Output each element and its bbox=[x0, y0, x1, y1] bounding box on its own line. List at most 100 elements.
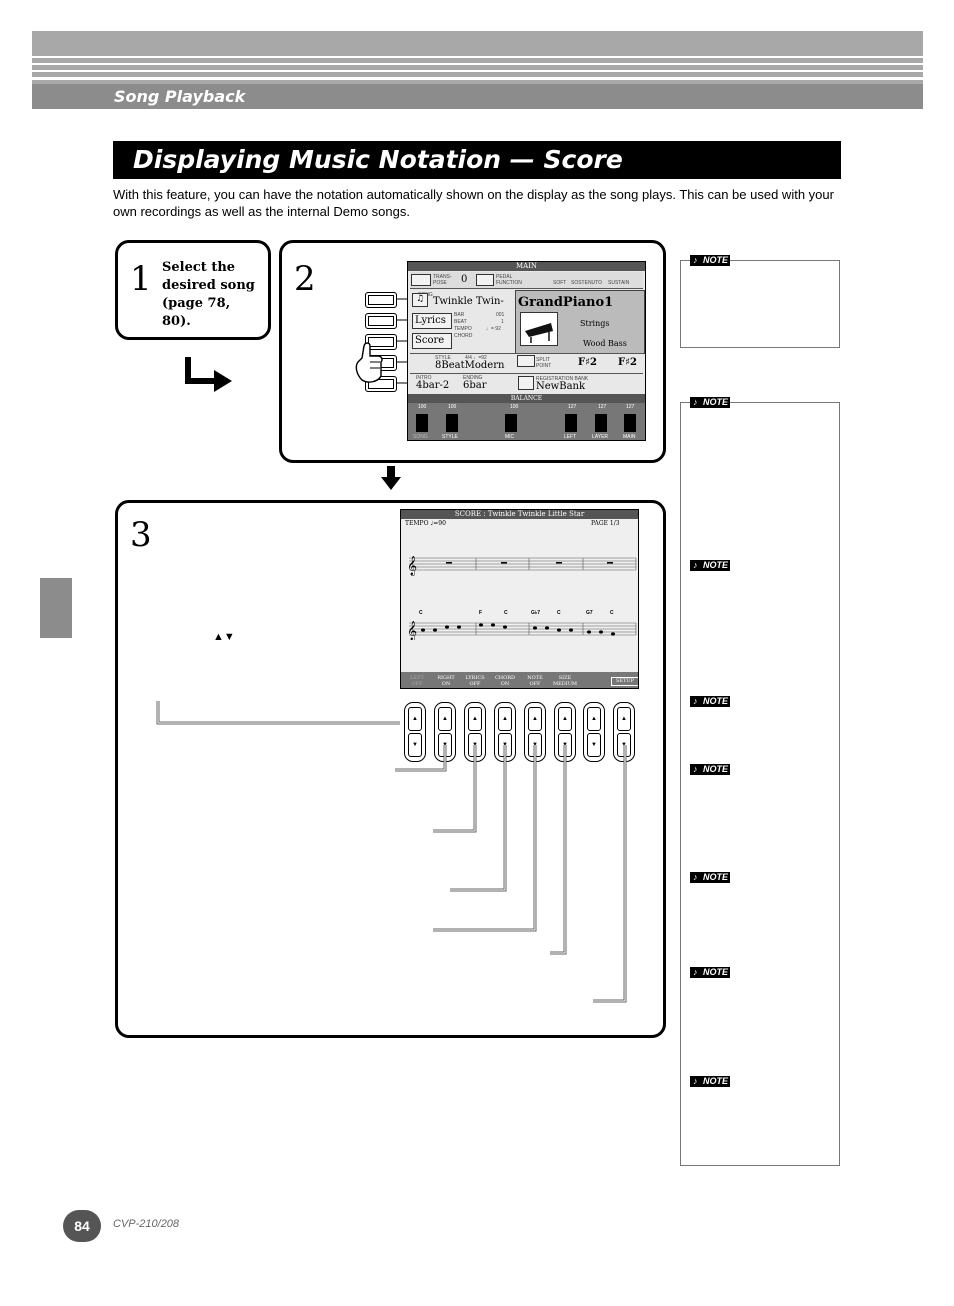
up-down-arrows-text: ▲▼ bbox=[213, 631, 235, 643]
score-chord-4: G♭7 bbox=[531, 610, 541, 616]
chord-updown-button[interactable]: ▲▼ bbox=[494, 702, 516, 762]
main-screen: MAIN TRANS-POSE 0 PEDAL FUNCTION SOFT SO… bbox=[407, 261, 646, 441]
intro-text: With this feature, you can have the nota… bbox=[113, 187, 834, 219]
model-name: CVP-210/208 bbox=[113, 1218, 180, 1230]
balance-main-value: 127 bbox=[626, 404, 635, 410]
slider-mic[interactable] bbox=[505, 414, 517, 432]
note-icon: NOTE bbox=[690, 255, 730, 266]
blank-updown-button[interactable]: ▲▼ bbox=[583, 702, 605, 762]
layer-voice[interactable]: Strings bbox=[580, 319, 610, 328]
balance-style-label: STYLE bbox=[442, 434, 458, 440]
score-chord-1: C bbox=[419, 610, 423, 616]
pedal-icon bbox=[476, 274, 494, 286]
split-point-1[interactable]: F♯2 bbox=[578, 357, 597, 368]
bar-label: BAR bbox=[454, 312, 465, 318]
ending-value[interactable]: 6bar bbox=[463, 380, 487, 391]
intro-label: INTRO bbox=[416, 375, 432, 381]
page-title: Displaying Music Notation — Score bbox=[133, 145, 623, 174]
score-screen-title: SCORE : Twinkle Twinkle Little Star bbox=[401, 510, 638, 519]
down-arrow-icon bbox=[381, 466, 401, 490]
note-icon: NOTE bbox=[690, 1076, 730, 1087]
registration-value[interactable]: NewBank bbox=[536, 381, 586, 392]
score-screen: SCORE : Twinkle Twinkle Little Star TEMP… bbox=[400, 509, 639, 689]
score-chord-3: C bbox=[504, 610, 508, 616]
button-leader-lines bbox=[396, 298, 407, 384]
balance-style-value: 100 bbox=[448, 404, 457, 410]
score-chord-7: C bbox=[610, 610, 614, 616]
score-tempo: TEMPO ♩=90 bbox=[405, 520, 446, 527]
slider-layer[interactable] bbox=[595, 414, 607, 432]
score-button[interactable]: Score bbox=[412, 333, 452, 349]
balance-mic-value: 100 bbox=[510, 404, 519, 410]
intro-value[interactable]: 4bar-2 bbox=[416, 380, 450, 391]
registration-icon bbox=[518, 376, 534, 390]
tempo-label: TEMPO bbox=[454, 326, 472, 332]
header-rule bbox=[32, 77, 923, 80]
left-updown-button[interactable]: ▲▼ bbox=[404, 702, 426, 762]
main-screen-title: MAIN bbox=[408, 262, 645, 271]
style-name[interactable]: 8BeatModern bbox=[435, 360, 505, 371]
left-voice[interactable]: Wood Bass bbox=[583, 339, 627, 348]
step-1-text: Select the desired song (page 78, 80). bbox=[162, 260, 255, 329]
transpose-label: TRANS-POSE bbox=[433, 274, 452, 286]
header-rule bbox=[32, 63, 923, 65]
score-chord-2: F bbox=[479, 610, 483, 616]
screen-button-a[interactable] bbox=[365, 292, 397, 308]
style-tempo: 4/4 ♩=92 bbox=[465, 355, 487, 361]
main-voice[interactable]: GrandPiano1 bbox=[518, 295, 614, 310]
screen-button-c[interactable] bbox=[365, 334, 397, 350]
step-3-number: 3 bbox=[130, 515, 152, 555]
svg-text:𝄞: 𝄞 bbox=[407, 621, 417, 640]
score-staves: 𝄞 𝄞 bbox=[407, 556, 637, 640]
split-point-2[interactable]: F♯2 bbox=[618, 357, 637, 368]
balance-layer-value: 127 bbox=[598, 404, 607, 410]
next-step-arrow-icon bbox=[185, 357, 232, 392]
tempo-value: ♩= 92 bbox=[486, 326, 501, 332]
lyrics-button[interactable]: Lyrics bbox=[412, 313, 452, 329]
keyboard-icon bbox=[517, 355, 535, 367]
header-rule bbox=[32, 56, 923, 58]
pedal-label: PEDAL FUNCTION bbox=[496, 274, 522, 286]
balance-label: BALANCE bbox=[408, 394, 645, 403]
note-icon: NOTE bbox=[690, 696, 730, 707]
transpose-value[interactable]: 0 bbox=[461, 274, 468, 285]
note-icon: NOTE bbox=[690, 967, 730, 978]
step-1-box: 1 bbox=[115, 240, 271, 340]
balance-left-value: 127 bbox=[568, 404, 577, 410]
slider-style[interactable] bbox=[446, 414, 458, 432]
music-note-icon: ♫ bbox=[412, 293, 428, 307]
style-label: STYLE bbox=[435, 355, 451, 361]
song-name[interactable]: Twinkle Twin- bbox=[433, 296, 504, 307]
screen-button-b[interactable] bbox=[365, 313, 397, 329]
right-updown-button[interactable]: ▲▼ bbox=[434, 702, 456, 762]
pedal-sostenuto: SOSTENUTO bbox=[571, 280, 603, 286]
slider-main[interactable] bbox=[624, 414, 636, 432]
score-chord-6: G7 bbox=[586, 610, 593, 616]
note-box-2 bbox=[680, 402, 840, 1166]
note-icon: NOTE bbox=[690, 560, 730, 571]
ending-label: ENDING bbox=[463, 375, 483, 381]
balance-layer-label: LAYER bbox=[592, 434, 609, 440]
slider-song[interactable] bbox=[416, 414, 428, 432]
chord-label: CHORD bbox=[454, 333, 473, 339]
registration-label: REGISTRATION BANK bbox=[536, 376, 589, 382]
balance-mic-label: MIC bbox=[505, 434, 515, 440]
balance-song-label: SONG bbox=[413, 434, 428, 440]
beat-value: 1 bbox=[501, 319, 504, 325]
balance-main-label: MAIN bbox=[623, 434, 636, 440]
svg-text:𝄞: 𝄞 bbox=[407, 556, 417, 576]
page-title-bar: Displaying Music Notation — Score bbox=[113, 141, 841, 179]
balance-left-label: LEFT bbox=[564, 434, 577, 440]
pedal-soft: SOFT bbox=[553, 280, 567, 286]
fn-setup[interactable]: SETUP bbox=[611, 677, 638, 686]
section-title: Song Playback bbox=[114, 87, 246, 106]
slider-left[interactable] bbox=[565, 414, 577, 432]
score-chord-5: C bbox=[557, 610, 561, 616]
